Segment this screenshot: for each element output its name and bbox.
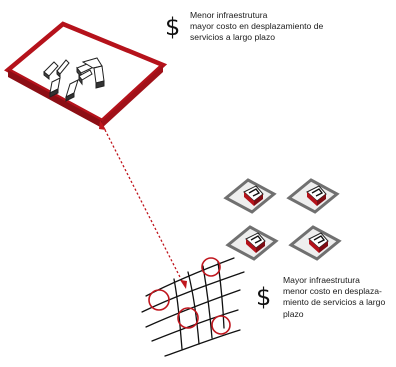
bottom-annotation-line: Mayor infraestrutura xyxy=(283,275,360,285)
top-annotation-line: Menor infraestrutura xyxy=(190,10,268,20)
top-annotation: Menor infraestrutura mayor costo en desp… xyxy=(190,10,323,44)
connector-arrow xyxy=(99,120,187,289)
red-density-circles xyxy=(148,257,231,335)
top-annotation-line: mayor costo en desplazamiento de xyxy=(190,21,324,32)
bottom-annotation: Mayor infraestrutura menor costo en desp… xyxy=(283,275,385,320)
dollar-sign-icon: $ xyxy=(256,283,272,311)
block-top-right xyxy=(286,178,340,214)
scattered-buildings xyxy=(43,57,105,102)
block-bottom-right xyxy=(288,225,342,261)
bottom-annotation-line: miento de servicios a largo xyxy=(283,297,386,308)
bottom-annotation-line: menor costo en desplaza- xyxy=(283,286,382,297)
top-annotation-line: servicios a largo plazo xyxy=(190,32,276,43)
bottom-annotation-line: plazo xyxy=(283,308,304,319)
dispersed-site-frame xyxy=(4,21,168,128)
compact-city-grid xyxy=(141,257,245,357)
dollar-sign-icon: $ xyxy=(165,13,181,41)
block-top-left xyxy=(223,178,277,214)
block-bottom-left xyxy=(225,225,279,261)
